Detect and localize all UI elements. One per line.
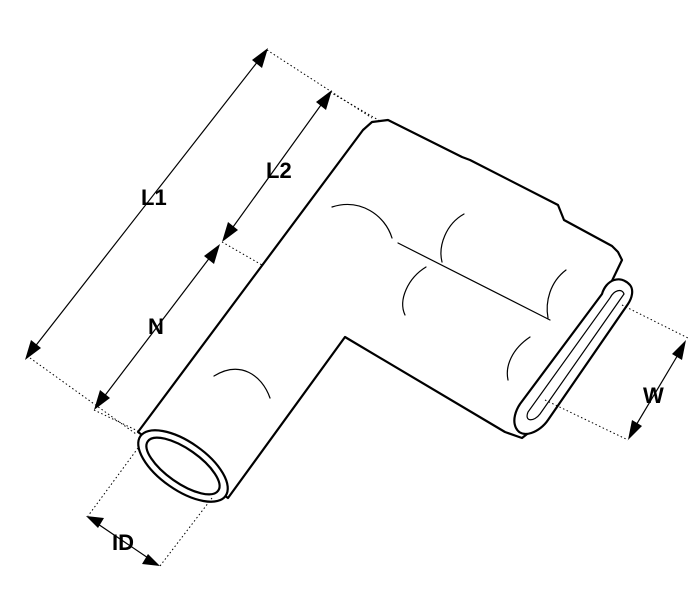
- ext-l2-top: [329, 91, 381, 122]
- dim-id-line: [91, 519, 155, 563]
- barrel-hatch: [213, 368, 271, 399]
- dim-n-arrow-bottom: [94, 390, 110, 410]
- ext-l1-bottom: [29, 357, 137, 435]
- dim-n-line: [99, 251, 215, 403]
- label-l1: L1: [141, 185, 167, 210]
- dim-w-arrow-bottom: [628, 420, 642, 440]
- dim-w-line: [631, 347, 683, 433]
- dim-n-arrow-top: [204, 244, 220, 264]
- loop-inner: [526, 289, 625, 421]
- ext-id-left: [87, 447, 139, 517]
- dim-l2-arrow-top: [316, 90, 332, 110]
- body-seam-line: [397, 242, 551, 321]
- ext-id-right: [159, 497, 213, 567]
- dim-id-arrow-left: [86, 516, 104, 528]
- barrel-inner-ellipse: [145, 436, 221, 496]
- connector-body: [136, 118, 624, 500]
- dim-w-arrow-top: [672, 340, 686, 360]
- dimension-labels: L1 L2 N ID W: [112, 158, 664, 555]
- dim-l2-line: [227, 97, 327, 235]
- body-hatch-3: [402, 266, 427, 316]
- label-l2: L2: [266, 158, 292, 183]
- dim-l1-arrow-top: [252, 48, 268, 68]
- label-w: W: [643, 383, 664, 408]
- barrel-opening: [137, 429, 229, 503]
- receptacle-loop: [513, 278, 634, 436]
- body-hatch-1: [331, 203, 393, 239]
- ext-n-bottom: [93, 409, 141, 433]
- body-hatch-2: [440, 213, 465, 263]
- body-hatch-4: [546, 269, 567, 319]
- body-outline: [136, 118, 624, 500]
- dim-l1-line: [29, 55, 263, 354]
- dimension-lines: [25, 48, 686, 566]
- label-id: ID: [112, 530, 134, 555]
- dim-l2-arrow-bottom: [222, 222, 238, 242]
- ext-l2-bottom: [221, 241, 263, 266]
- loop-outer: [513, 278, 634, 436]
- body-hatch-5: [506, 336, 531, 381]
- dim-l1-arrow-bottom: [25, 340, 41, 360]
- ext-w-top: [621, 304, 689, 339]
- label-n: N: [148, 314, 164, 339]
- dim-id-arrow-right: [142, 554, 160, 566]
- extension-lines: [29, 49, 689, 567]
- ext-w-bottom: [544, 399, 629, 441]
